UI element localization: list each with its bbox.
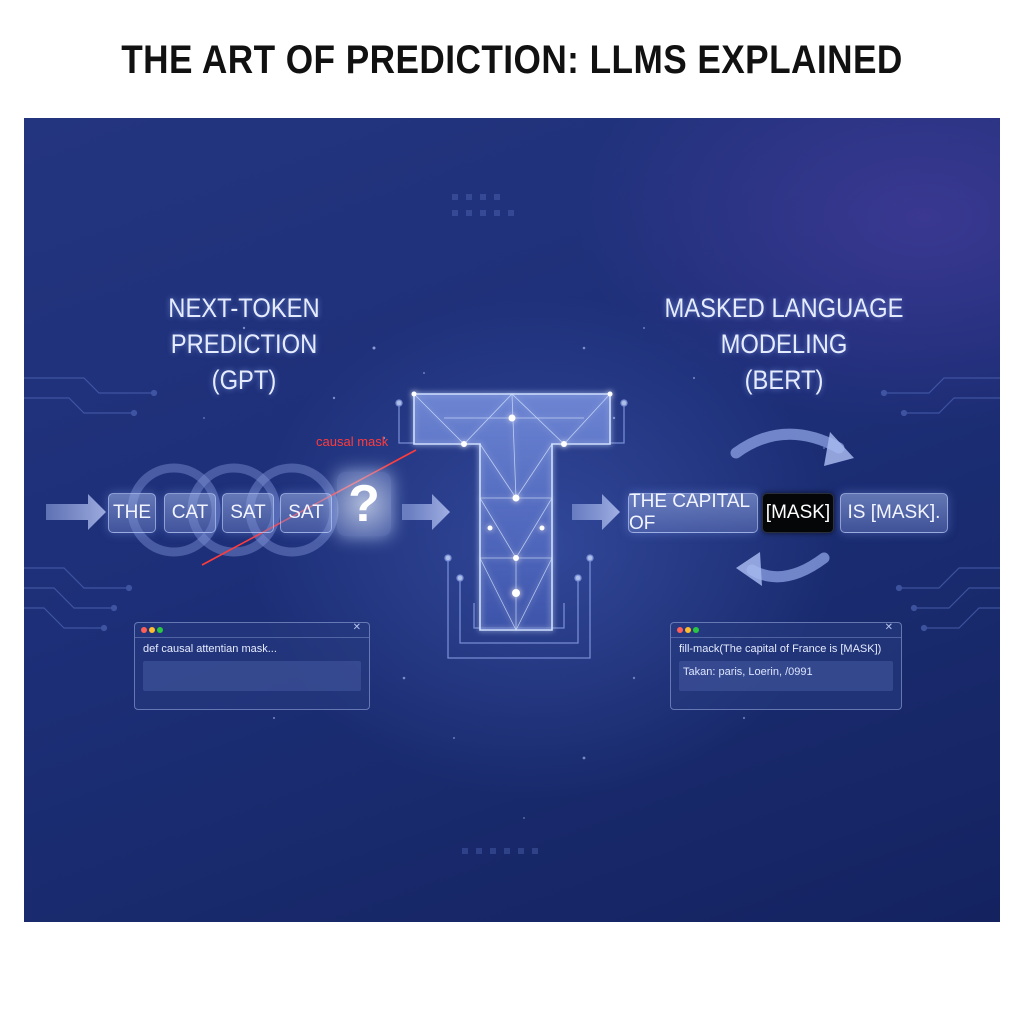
gpt-heading-title: NEXT-TOKEN PREDICTION xyxy=(168,293,320,359)
page-title: THE ART OF PREDICTION: LLMS EXPLAINED xyxy=(121,38,903,82)
diagram-panel: NEXT-TOKEN PREDICTION (GPT) MASKED LANGU… xyxy=(24,118,1000,922)
bert-heading: MASKED LANGUAGE MODELING (BERT) xyxy=(626,290,943,398)
gpt-heading: NEXT-TOKEN PREDICTION (GPT) xyxy=(103,290,385,398)
diagram-background xyxy=(24,194,1000,854)
gpt-token: SAT xyxy=(222,493,274,533)
circuit-traces-right xyxy=(880,377,1000,632)
maximize-dot-icon[interactable] xyxy=(157,627,163,633)
bert-token: IS [MASK]. xyxy=(840,493,948,533)
input-arrow-left xyxy=(46,494,106,530)
close-dot-icon[interactable] xyxy=(677,627,683,633)
bert-code-window: ✕ fill-mack(The capital of France is [MA… xyxy=(670,622,902,710)
code-output-field xyxy=(143,661,361,691)
close-dot-icon[interactable] xyxy=(141,627,147,633)
gpt-code-window: ✕ def causal attentian mask... xyxy=(134,622,370,710)
particles xyxy=(203,326,825,819)
close-icon[interactable]: ✕ xyxy=(352,622,361,633)
cycle-arrowhead-bottom xyxy=(736,552,762,586)
arrow-out-of-transformer xyxy=(572,494,620,530)
causal-mask-label: causal mask xyxy=(316,434,389,449)
gpt-token: SAT xyxy=(280,493,332,533)
bert-token: THE CAPITAL OF xyxy=(628,491,758,534)
minimize-dot-icon[interactable] xyxy=(685,627,691,633)
question-token: ? xyxy=(337,472,391,536)
maximize-dot-icon[interactable] xyxy=(693,627,699,633)
arrow-into-transformer xyxy=(402,494,450,530)
window-titlebar: ✕ xyxy=(135,622,369,638)
code-output-field: Takan: paris, Loerin, /0991 xyxy=(679,661,893,691)
circuit-traces-left xyxy=(24,377,158,632)
code-line: fill-mack(The capital of France is [MASK… xyxy=(679,643,882,655)
window-titlebar: ✕ xyxy=(671,622,901,638)
minimize-dot-icon[interactable] xyxy=(149,627,155,633)
transformer-t-icon xyxy=(411,391,613,631)
cycle-arrowhead-top xyxy=(824,432,854,466)
close-icon[interactable]: ✕ xyxy=(884,622,893,633)
gpt-token: CAT xyxy=(164,493,216,533)
bert-heading-subtitle: (BERT) xyxy=(744,365,824,395)
gpt-token: THE xyxy=(108,493,156,533)
gpt-heading-subtitle: (GPT) xyxy=(211,365,277,395)
decor-squares xyxy=(452,194,538,854)
bert-heading-title: MASKED LANGUAGE MODELING xyxy=(664,293,904,359)
code-line: def causal attentian mask... xyxy=(143,643,277,655)
prediction-output: Takan: paris, Loerin, /0991 xyxy=(683,666,813,678)
mask-token: [MASK] xyxy=(762,493,834,533)
